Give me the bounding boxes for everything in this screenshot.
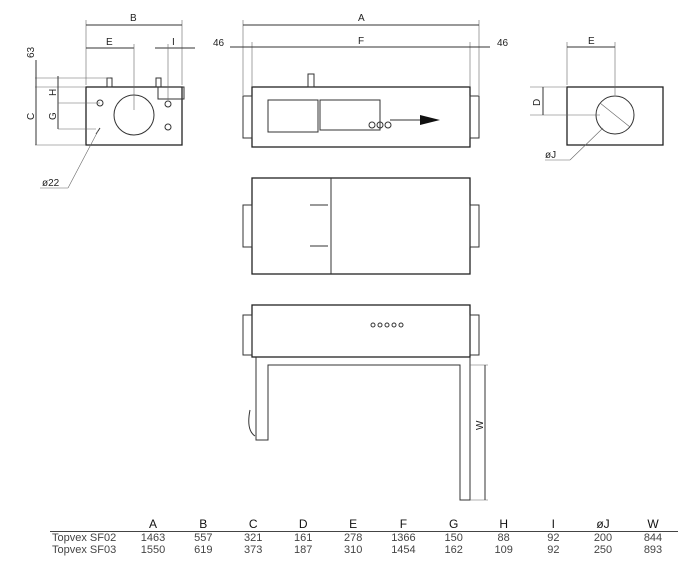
cell: 250	[593, 544, 613, 556]
cell: 557	[194, 532, 213, 544]
header-cell	[50, 517, 128, 532]
cell: 88	[497, 532, 510, 544]
top-view	[242, 177, 480, 275]
header-cell: B	[178, 517, 229, 532]
table-header: A B C D E F G H I øJ W	[50, 517, 678, 532]
table-row: Topvex SF02 1463 557 321 161 278 1366 15…	[50, 532, 678, 545]
cell: 1550	[140, 544, 166, 556]
dim-46-left: 46	[213, 38, 225, 49]
end-view-left: B E I 63 H C G ø22	[26, 13, 195, 189]
cell: Topvex SF02	[52, 532, 117, 544]
dim-W: W	[475, 420, 486, 430]
header-cell: C	[228, 517, 279, 532]
cell: 187	[294, 544, 313, 556]
header-cell: H	[478, 517, 529, 532]
cell: 893	[643, 544, 663, 556]
technical-drawing: B E I 63 H C G ø22 A F 46 46 E D	[26, 13, 664, 501]
dim-B: B	[130, 13, 137, 24]
end-view-right: E D øJ	[530, 36, 664, 161]
dim-D: D	[532, 99, 543, 106]
header-cell: W	[627, 517, 678, 532]
cell: 373	[244, 544, 263, 556]
cell: 1463	[140, 532, 166, 544]
cell: 200	[593, 532, 613, 544]
dim-J: øJ	[545, 150, 556, 161]
dim-d22: ø22	[42, 178, 60, 189]
cell: 310	[343, 544, 363, 556]
dim-C: C	[26, 113, 37, 120]
cell: 844	[643, 532, 663, 544]
dim-A: A	[358, 13, 365, 24]
dimension-table: A B C D E F G H I øJ W Topvex SF02 1463 …	[50, 517, 678, 556]
front-view: A F 46 46	[213, 13, 509, 148]
cell: 109	[494, 544, 513, 556]
dim-I: I	[172, 37, 175, 48]
table-row: Topvex SF03 1550 619 373 187 310 1454 16…	[50, 544, 678, 556]
dim-F: F	[358, 36, 364, 47]
cell: Topvex SF03	[52, 544, 117, 556]
cell: 92	[547, 532, 560, 544]
bottom-view: W	[242, 304, 488, 501]
header-cell: G	[428, 517, 479, 532]
cell: 1454	[391, 544, 416, 556]
dim-E: E	[106, 37, 113, 48]
header-cell: E	[328, 517, 379, 532]
cell: 92	[547, 544, 560, 556]
header-cell: D	[278, 517, 329, 532]
dim-46-right: 46	[497, 38, 509, 49]
header-cell: A	[127, 517, 179, 532]
header-cell: øJ	[578, 517, 628, 532]
header-cell: F	[378, 517, 429, 532]
dim-H: H	[48, 89, 59, 96]
cell: 278	[343, 532, 363, 544]
dim-E-right: E	[588, 36, 595, 47]
cell: 150	[444, 532, 463, 544]
cell: 321	[244, 532, 263, 544]
header-cell: I	[528, 517, 579, 532]
dim-G: G	[48, 112, 59, 120]
dim-63: 63	[26, 46, 37, 58]
cell: 619	[194, 544, 213, 556]
cell: 162	[444, 544, 463, 556]
cell: 1366	[391, 532, 416, 544]
cell: 161	[294, 532, 313, 544]
